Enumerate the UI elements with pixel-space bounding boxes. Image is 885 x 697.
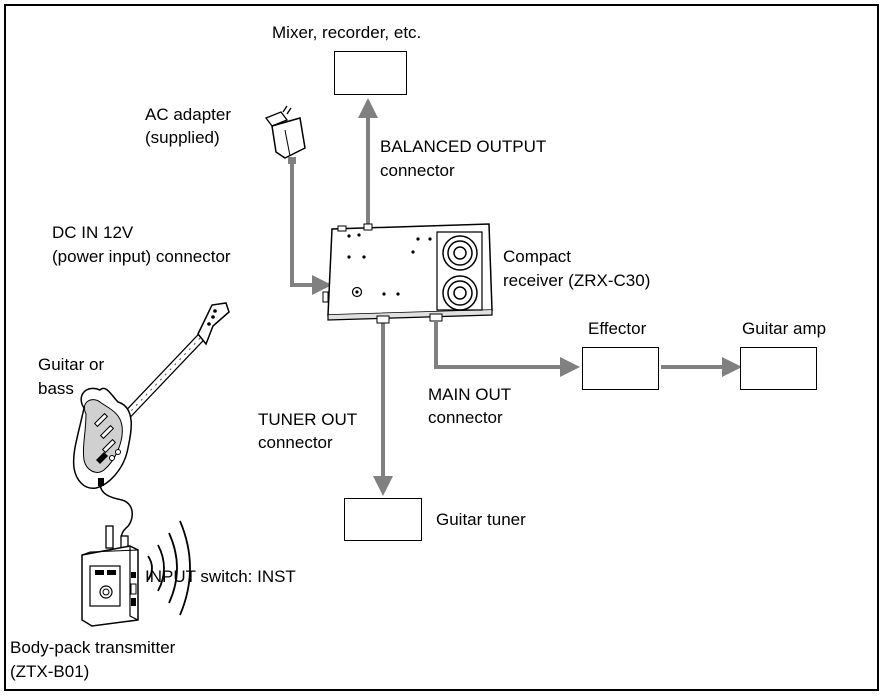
guitar-icon (72, 302, 230, 549)
effector-label: Effector (588, 319, 647, 338)
tuner-out-connector-label: connector (258, 433, 333, 452)
bodypack-transmitter-label: Body-pack transmitter (10, 638, 176, 657)
guitar-bass-label: Guitar or (38, 355, 105, 374)
compact-receiver-label: Compact (503, 247, 572, 266)
guitar-tuner-label: Guitar tuner (436, 510, 526, 529)
mixer-recorder-box (334, 51, 407, 95)
bodypack-transmitter-icon (81, 525, 139, 627)
guitar-amp-box (740, 347, 817, 390)
compact-receiver-model-label: receiver (ZRX-C30) (503, 271, 651, 290)
input-switch-label: INPUT switch: INST (145, 567, 296, 586)
bodypack-transmitter-model-label: (ZTX-B01) (10, 662, 90, 681)
dc-in-connector-label: (power input) connector (52, 247, 231, 266)
ac-adapter-icon (264, 105, 306, 164)
radio-wave-icon (147, 520, 191, 616)
balanced-output-connector-label: connector (380, 161, 455, 180)
guitar-tuner-box (344, 498, 422, 541)
guitar-bass-label-2: bass (38, 379, 74, 398)
balanced-output-label: BALANCED OUTPUT (380, 137, 547, 156)
ac-adapter-label: AC adapter (145, 105, 231, 124)
main-out-label: MAIN OUT (428, 385, 512, 404)
compact-receiver-icon (322, 223, 493, 324)
dc-in-label: DC IN 12V (52, 223, 134, 242)
guitar-amp-label: Guitar amp (742, 319, 827, 338)
main-out-arrow (434, 322, 580, 377)
main-out-connector-label: connector (428, 408, 503, 427)
ac-adapter-supplied-label: (supplied) (145, 128, 220, 147)
dc-in-cable (290, 160, 332, 295)
mixer-recorder-label: Mixer, recorder, etc. (272, 23, 422, 42)
tuner-out-label: TUNER OUT (258, 410, 358, 429)
effector-box (582, 347, 659, 390)
